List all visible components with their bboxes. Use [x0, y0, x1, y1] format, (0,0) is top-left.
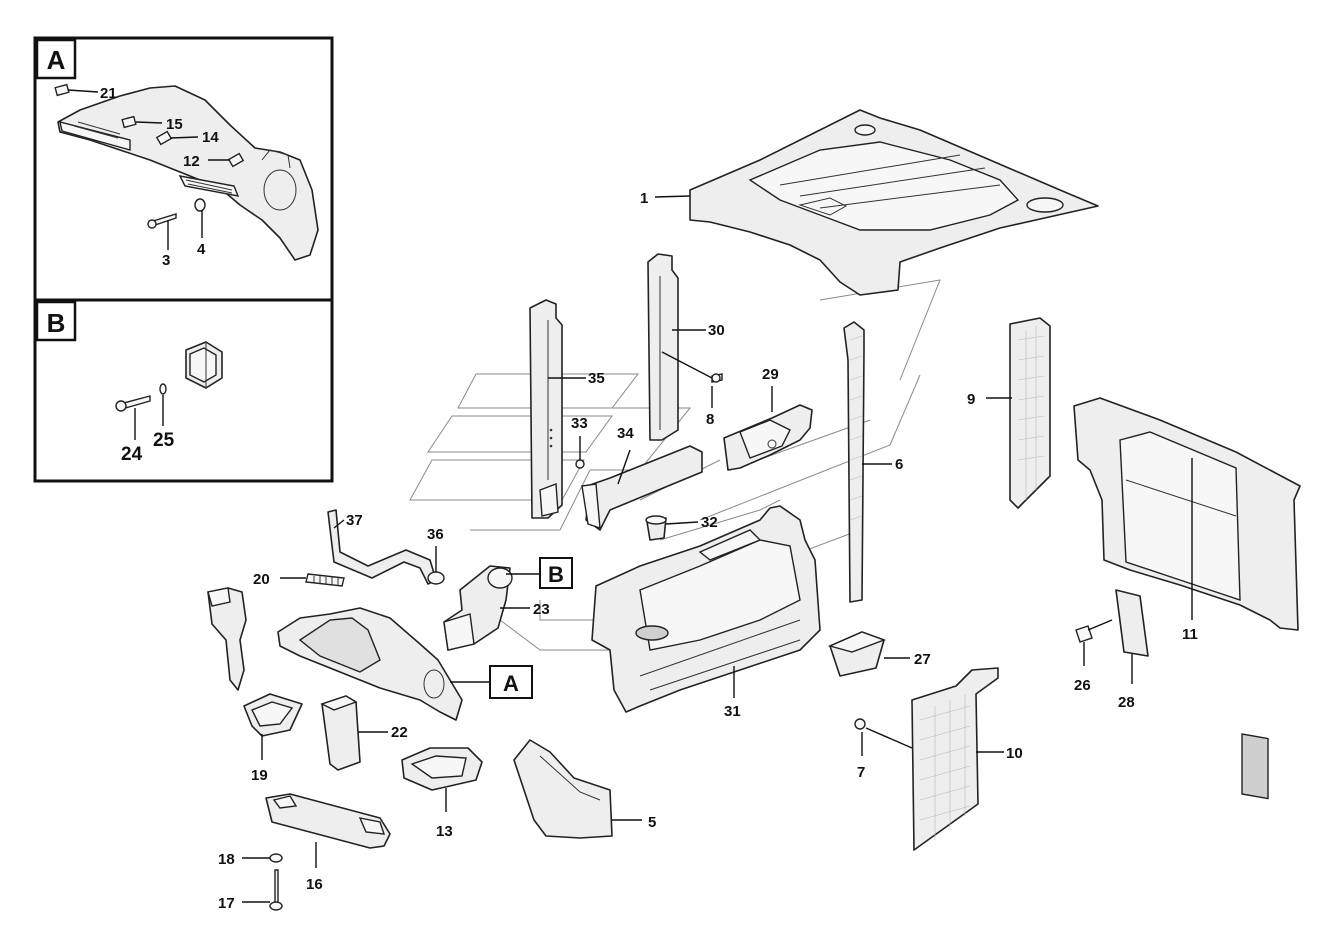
callout-17: 17 — [218, 895, 235, 912]
callout-18: 18 — [218, 851, 235, 868]
callout-15: 15 — [166, 116, 183, 133]
tag-a-label: A — [503, 671, 519, 696]
part-27-storage-bin: 27 — [827, 631, 931, 677]
callout-10: 10 — [1006, 745, 1023, 762]
detail-inset-b: B 24 25 — [33, 298, 334, 483]
part-6-pillar-strip: 6 — [843, 321, 903, 603]
part-left-vent-bracket — [207, 587, 247, 691]
callout-28: 28 — [1118, 694, 1135, 711]
detail-inset-a: A 21 15 14 12 3 4 — [33, 36, 334, 302]
tag-b-label: B — [548, 562, 564, 587]
part-19-vent: 19 — [243, 693, 303, 784]
callout-16: 16 — [306, 876, 323, 893]
callout-6: 6 — [895, 456, 903, 473]
callout-32: 32 — [701, 514, 718, 531]
callout-26: 26 — [1074, 677, 1091, 694]
callout-34: 34 — [617, 425, 634, 442]
callout-33: 33 — [571, 415, 588, 432]
inset-b-label: B — [47, 308, 66, 338]
part-10-side-panel: 10 — [911, 667, 1023, 851]
callout-29: 29 — [762, 366, 779, 383]
part-1-roof-panel: 1 — [640, 109, 1099, 296]
callout-7: 7 — [857, 764, 865, 781]
callout-27: 27 — [914, 651, 931, 668]
part-35-a-pillar-trim: 35 33 — [529, 299, 605, 519]
callout-36: 36 — [427, 526, 444, 543]
part-37-duct: 37 — [327, 509, 437, 585]
part-22-duct: 22 — [320, 695, 408, 771]
callout-21: 21 — [100, 85, 117, 102]
callout-13: 13 — [436, 823, 453, 840]
callout-35: 35 — [588, 370, 605, 387]
part-34-trim-panel: 34 — [581, 425, 703, 531]
part-dashboard-panel — [277, 607, 490, 721]
part-26-clip: 26 — [1074, 619, 1113, 694]
part-13-vent: 13 — [401, 747, 483, 840]
part-9-c-pillar-trim: 9 — [967, 317, 1051, 509]
part-17-screw: 17 — [218, 869, 283, 912]
callout-11: 11 — [1182, 626, 1198, 643]
callout-30: 30 — [708, 322, 725, 339]
callout-25: 25 — [153, 430, 175, 451]
part-23-duct-elbow: 23 — [443, 565, 550, 651]
callout-37: 37 — [346, 512, 363, 529]
callout-19: 19 — [251, 767, 268, 784]
part-20-grille: 20 — [253, 571, 345, 588]
callout-8: 8 — [706, 411, 714, 428]
callout-4: 4 — [197, 241, 206, 258]
callout-14: 14 — [202, 129, 219, 146]
part-18-washer: 18 — [218, 851, 283, 868]
callout-23: 23 — [533, 601, 550, 618]
part-11-rear-panel: 11 — [1073, 397, 1301, 800]
part-28-cover: 28 — [1115, 589, 1149, 711]
callout-3: 3 — [162, 252, 170, 269]
part-31-side-trim: 31 — [591, 505, 821, 720]
callout-31: 31 — [724, 703, 741, 720]
callout-12: 12 — [183, 153, 200, 170]
callout-1: 1 — [640, 190, 648, 207]
tag-b: B — [539, 557, 573, 589]
callout-20: 20 — [253, 571, 270, 588]
tag-a: A — [489, 665, 533, 699]
part-29-bracket: 29 — [723, 366, 813, 471]
part-30-b-pillar-trim: 30 8 — [647, 253, 725, 441]
inset-a-label: A — [47, 45, 66, 75]
callout-9: 9 — [967, 391, 975, 408]
callout-5: 5 — [648, 814, 656, 831]
part-7-screw: 7 — [854, 718, 913, 781]
part-16-armrest: 16 — [265, 793, 391, 893]
callout-24: 24 — [121, 444, 143, 465]
callout-22: 22 — [391, 724, 408, 741]
part-36-grommet: 36 — [427, 526, 445, 585]
part-5-duct-cover: 5 — [513, 739, 656, 839]
part-32-cup: 32 — [645, 514, 718, 541]
